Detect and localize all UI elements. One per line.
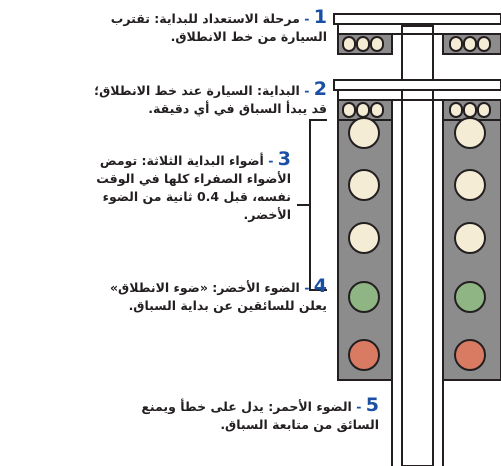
stage-bulbs <box>342 102 491 118</box>
caption-3-number: 3 <box>277 148 291 170</box>
caption-3-text-3: نفسه، قبل 0.4 ثانية من الضوء <box>102 189 291 204</box>
amber-bracket <box>297 119 327 291</box>
caption-3-line-1: 3 - أضواء البداية الثلاثة: تومض <box>6 150 291 170</box>
caption-3-text-4: الأخضر. <box>243 207 291 222</box>
caption-4-text-2: يعلن للسائقين عن بداية السباق. <box>128 298 327 313</box>
amber-lamp <box>454 117 486 149</box>
caption-5-separator: - <box>356 399 362 414</box>
red-lamps <box>348 339 486 371</box>
caption-1-number: 1 <box>313 6 327 28</box>
caption-1-text-2: السيارة من خط الانطلاق. <box>170 29 327 44</box>
caption-4-number: 4 <box>313 275 327 297</box>
caption-2-line-1: 2 - البداية: السيارة عند خط الانطلاق؛ <box>7 80 327 100</box>
caption-2-separator: - <box>304 83 310 98</box>
caption-1-line-1: 1 - مرحلة الاستعداد للبداية: تقترب <box>7 8 327 28</box>
amber-lamp <box>348 117 380 149</box>
caption-5-number: 5 <box>365 394 379 416</box>
caption-1: 1 - مرحلة الاستعداد للبداية: تقترب السيا… <box>7 8 327 46</box>
caption-5-line-1: 5 - الضوء الأحمر: يدل على خطأ ويمنع <box>109 396 379 416</box>
caption-3-text-1: أضواء البداية الثلاثة: تومض <box>99 153 264 168</box>
caption-2-number: 2 <box>313 78 327 100</box>
amber-lamp <box>348 222 380 254</box>
green-lamp <box>348 281 380 313</box>
caption-2-text-2: قد يبدأ السباق في أي دقيقة. <box>148 101 327 116</box>
amber-lamp <box>454 222 486 254</box>
caption-5-text-2: السائق من متابعة السباق. <box>220 417 379 432</box>
caption-2: 2 - البداية: السيارة عند خط الانطلاق؛ قد… <box>7 80 327 118</box>
caption-1-separator: - <box>304 11 310 26</box>
amber-lamps <box>348 117 486 254</box>
center-pole <box>401 25 434 466</box>
green-lamp <box>454 281 486 313</box>
caption-3-separator: - <box>268 153 274 168</box>
amber-lamp <box>454 169 486 201</box>
caption-5-text-1: الضوء الأحمر: يدل على خطأ ويمنع <box>141 399 352 414</box>
caption-1-text-1: مرحلة الاستعداد للبداية: تقترب <box>110 11 300 26</box>
red-lamp <box>348 339 380 371</box>
red-lamp <box>454 339 486 371</box>
caption-2-text-1: البداية: السيارة عند خط الانطلاق؛ <box>94 83 300 98</box>
green-lamps <box>348 281 486 313</box>
caption-3: 3 - أضواء البداية الثلاثة: تومض الأضواء … <box>6 150 291 224</box>
caption-4: 4 - الضوء الأخضر: «ضوء الانطلاق» يعلن لل… <box>7 277 327 315</box>
pre-stage-bulbs <box>342 36 491 52</box>
caption-3-text-2: الأضواء الصفراء كلها في الوقت <box>96 171 291 186</box>
caption-4-text-1: الضوء الأخضر: «ضوء الانطلاق» <box>109 280 300 295</box>
amber-lamp <box>348 169 380 201</box>
caption-4-separator: - <box>304 280 310 295</box>
caption-4-line-1: 4 - الضوء الأخضر: «ضوء الانطلاق» <box>7 277 327 297</box>
caption-5: 5 - الضوء الأحمر: يدل على خطأ ويمنع السا… <box>109 396 379 434</box>
